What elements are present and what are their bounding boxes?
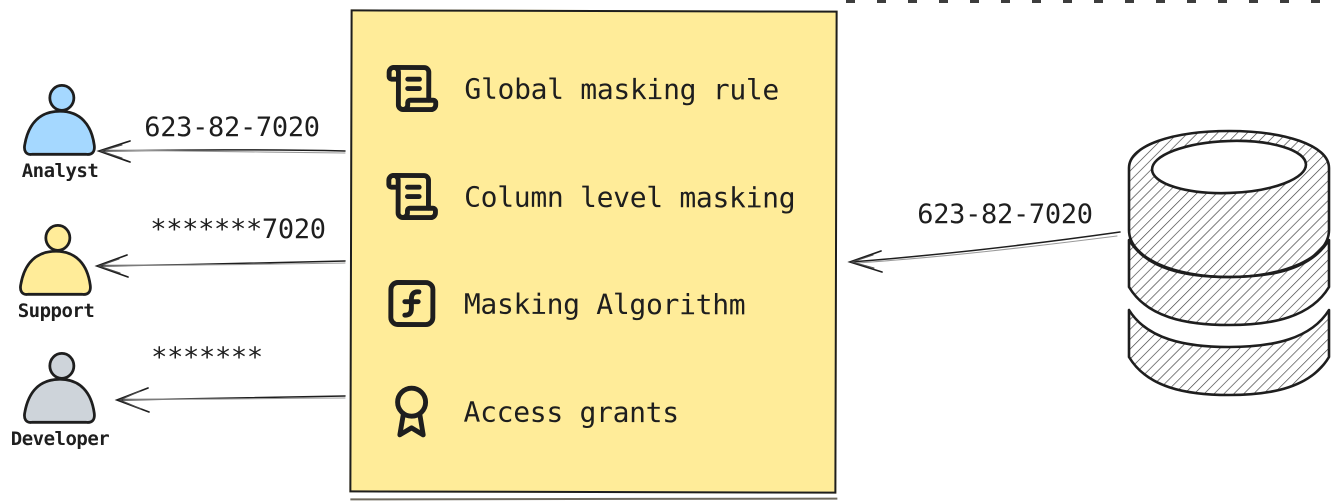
developer-value-label: ******* bbox=[151, 342, 263, 373]
persona-label: Support bbox=[17, 300, 95, 322]
persona-developer: Developer bbox=[0, 352, 120, 450]
database-icon bbox=[1127, 129, 1331, 397]
scroll-text-icon bbox=[386, 173, 438, 221]
persona-analyst: Analyst bbox=[0, 84, 120, 182]
policy-row-column-level-masking: Column level masking bbox=[384, 167, 825, 226]
policy-item-label: Column level masking bbox=[464, 180, 796, 215]
arrow-to-support bbox=[94, 254, 346, 278]
policy-item-label: Access grants bbox=[463, 395, 679, 429]
persona-label: Analyst bbox=[21, 160, 99, 182]
policy-item-label: Global masking rule bbox=[464, 72, 780, 106]
scroll-text-icon bbox=[386, 65, 439, 113]
policy-item-label: Masking Algorithm bbox=[463, 287, 746, 321]
support-value-label: *******7020 bbox=[150, 214, 326, 245]
policy-row-access-grants: Access grants bbox=[384, 382, 825, 441]
persona-label: Developer bbox=[10, 428, 110, 450]
database-value-label: 623-82-7020 bbox=[917, 199, 1093, 230]
arrow-database-to-box bbox=[847, 231, 1121, 273]
analyst-person-icon bbox=[23, 84, 96, 156]
policy-row-global-masking-rule: Global masking rule bbox=[384, 59, 825, 118]
award-icon bbox=[395, 385, 429, 438]
function-square-icon bbox=[388, 280, 436, 328]
cropped-frame-edge bbox=[846, 0, 1340, 3]
arrow-to-analyst bbox=[96, 140, 346, 163]
masking-policy-box: Global masking rule Column level masking… bbox=[349, 9, 838, 494]
developer-person-icon bbox=[23, 352, 96, 424]
analyst-value-label: 623-82-7020 bbox=[144, 112, 320, 143]
support-person-icon bbox=[19, 224, 92, 296]
persona-support: Support bbox=[0, 224, 116, 322]
arrow-to-developer bbox=[114, 387, 346, 413]
policy-row-masking-algorithm: Masking Algorithm bbox=[384, 274, 825, 333]
